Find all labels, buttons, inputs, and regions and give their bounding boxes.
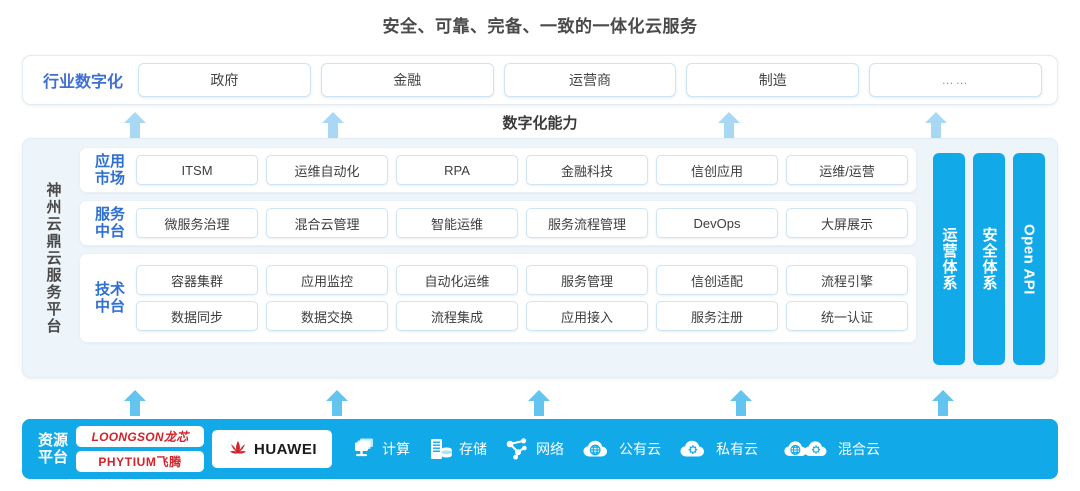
band-label-technology-platform: 技术 中台 (84, 281, 136, 316)
cell-devops[interactable]: DevOps (656, 208, 778, 238)
arrow-up-1 (124, 112, 146, 138)
band-label-line1: 技术 (94, 280, 125, 298)
cell-xinchuang-app[interactable]: 信创应用 (656, 155, 778, 185)
band-service-platform: 服务 中台 微服务治理 混合云管理 智能运维 服务流程管理 DevOps 大屏展… (79, 200, 917, 246)
cell-hybrid-cloud-mgmt[interactable]: 混合云管理 (266, 208, 388, 238)
cell-unified-auth[interactable]: 统一认证 (786, 301, 908, 331)
arrow-up-4 (925, 112, 947, 138)
private-cloud-icon (680, 440, 705, 457)
huawei-wordmark: HUAWEI (254, 440, 318, 458)
cell-container-cluster[interactable]: 容器集群 (136, 265, 258, 295)
loongson-logo: LOONGSON龙芯 (76, 426, 205, 447)
resource-label-line1: 资源 (38, 431, 69, 449)
industry-row-label: 行业数字化 (43, 74, 124, 91)
resource-item-public-cloud[interactable]: 公有云 (582, 437, 661, 461)
industry-item-government[interactable]: 政府 (138, 63, 311, 97)
cell-row: 容器集群 应用监控 自动化运维 服务管理 信创适配 流程引擎 (136, 265, 908, 295)
cell-intelligent-ops[interactable]: 智能运维 (396, 208, 518, 238)
industry-item-more[interactable]: …… (869, 63, 1042, 97)
platform-bands: 应用 市场 ITSM 运维自动化 RPA 金融科技 信创应用 运维/运营 (79, 147, 917, 371)
resource-platform-bar: 资源 平台 LOONGSON龙芯 PHYTIUM飞腾 HUAWEI (22, 419, 1058, 479)
resource-label-line2: 平台 (38, 449, 69, 466)
resource-item-label: 网络 (536, 441, 565, 457)
cell-row: 数据同步 数据交换 流程集成 应用接入 服务注册 统一认证 (136, 301, 908, 331)
cell-fintech[interactable]: 金融科技 (526, 155, 648, 185)
resource-item-hybrid-cloud[interactable]: 混合云 (783, 437, 880, 461)
band-technology-platform: 技术 中台 容器集群 应用监控 自动化运维 服务管理 信创适配 流程引擎 数据同… (79, 253, 917, 343)
cell-app-access[interactable]: 应用接入 (526, 301, 648, 331)
cloud-service-platform-card: 神州云鼎云服务平台 应用 市场 ITSM 运维自动化 RPA 金融科技 信创应用… (22, 138, 1058, 378)
side-blocks: 运营体系 安全体系 Open API (933, 153, 1045, 365)
arrow-up-9 (932, 390, 954, 416)
cell-service-mgmt[interactable]: 服务管理 (526, 265, 648, 295)
compute-icon (355, 438, 374, 457)
band-label-line2: 中台 (94, 298, 125, 315)
resource-item-storage[interactable]: 存储 (428, 437, 487, 461)
industry-digitization-row: 行业数字化 政府 金融 运营商 制造 …… (22, 55, 1058, 105)
resource-item-label: 混合云 (838, 441, 881, 457)
side-block-open-api[interactable]: Open API (1013, 153, 1045, 365)
huawei-flower-icon (230, 441, 247, 454)
platform-vertical-label: 神州云鼎云服务平台 (44, 181, 62, 335)
page-title: 安全、可靠、完备、一致的一体化云服务 (382, 17, 698, 36)
cell-itsm[interactable]: ITSM (136, 155, 258, 185)
cell-automated-ops[interactable]: 自动化运维 (396, 265, 518, 295)
resource-item-network[interactable]: 网络 (505, 437, 564, 461)
band-label-line2: 中台 (94, 223, 125, 240)
band-cells: 容器集群 应用监控 自动化运维 服务管理 信创适配 流程引擎 数据同步 数据交换… (136, 265, 908, 331)
resource-item-label: 计算 (382, 441, 411, 457)
public-cloud-icon (784, 441, 807, 457)
capability-label: 数字化能力 (502, 115, 578, 132)
cell-xinchuang-adaptation[interactable]: 信创适配 (656, 265, 778, 295)
cell-rpa[interactable]: RPA (396, 155, 518, 185)
side-block-security-system[interactable]: 安全体系 (973, 153, 1005, 365)
cpu-vendor-logos: LOONGSON龙芯 PHYTIUM飞腾 (76, 426, 205, 472)
arrow-up-6 (326, 390, 348, 416)
band-cells: ITSM 运维自动化 RPA 金融科技 信创应用 运维/运营 (136, 155, 908, 185)
huawei-logo: HUAWEI (212, 430, 333, 468)
cell-ops-automation[interactable]: 运维自动化 (266, 155, 388, 185)
cell-process-engine[interactable]: 流程引擎 (786, 265, 908, 295)
cell-ops-operation[interactable]: 运维/运营 (786, 155, 908, 185)
cell-data-exchange[interactable]: 数据交换 (266, 301, 388, 331)
arrow-up-3 (718, 112, 740, 138)
private-cloud-icon (804, 441, 827, 457)
arrow-up-5 (124, 390, 146, 416)
cell-service-process-mgmt[interactable]: 服务流程管理 (526, 208, 648, 238)
arrow-up-8 (730, 390, 752, 416)
band-application-market: 应用 市场 ITSM 运维自动化 RPA 金融科技 信创应用 运维/运营 (79, 147, 917, 193)
industry-item-finance[interactable]: 金融 (320, 63, 494, 97)
resource-item-label: 存储 (459, 441, 488, 457)
band-label-service-platform: 服务 中台 (84, 206, 136, 241)
arrow-up-7 (528, 390, 550, 416)
band-cells: 微服务治理 混合云管理 智能运维 服务流程管理 DevOps 大屏展示 (136, 208, 908, 238)
resource-platform-label: 资源 平台 (34, 432, 76, 467)
hybrid-cloud-icon (783, 437, 833, 461)
cell-row: 微服务治理 混合云管理 智能运维 服务流程管理 DevOps 大屏展示 (136, 208, 908, 238)
cell-service-registry[interactable]: 服务注册 (656, 301, 778, 331)
resource-item-private-cloud[interactable]: 私有云 (679, 437, 758, 461)
arrow-up-2 (322, 112, 344, 138)
cell-microservice-governance[interactable]: 微服务治理 (136, 208, 258, 238)
band-label-line2: 市场 (94, 170, 125, 187)
public-cloud-icon (583, 440, 608, 457)
cell-row: ITSM 运维自动化 RPA 金融科技 信创应用 运维/运营 (136, 155, 908, 185)
cell-process-integration[interactable]: 流程集成 (396, 301, 518, 331)
band-label-line1: 服务 (94, 205, 125, 223)
band-label-line1: 应用 (94, 152, 125, 170)
resource-item-compute[interactable]: 计算 (351, 437, 410, 461)
storage-icon (431, 439, 452, 459)
band-label-application-market: 应用 市场 (84, 153, 136, 188)
cell-data-sync[interactable]: 数据同步 (136, 301, 258, 331)
cell-large-screen-display[interactable]: 大屏展示 (786, 208, 908, 238)
cell-app-monitoring[interactable]: 应用监控 (266, 265, 388, 295)
network-icon (506, 438, 527, 460)
phytium-logo: PHYTIUM飞腾 (76, 451, 205, 472)
industry-item-manufacturing[interactable]: 制造 (686, 63, 860, 97)
industry-item-carrier[interactable]: 运营商 (503, 63, 677, 97)
resource-item-label: 私有云 (716, 441, 759, 457)
resource-item-label: 公有云 (619, 441, 662, 457)
side-block-operation-system[interactable]: 运营体系 (933, 153, 965, 365)
